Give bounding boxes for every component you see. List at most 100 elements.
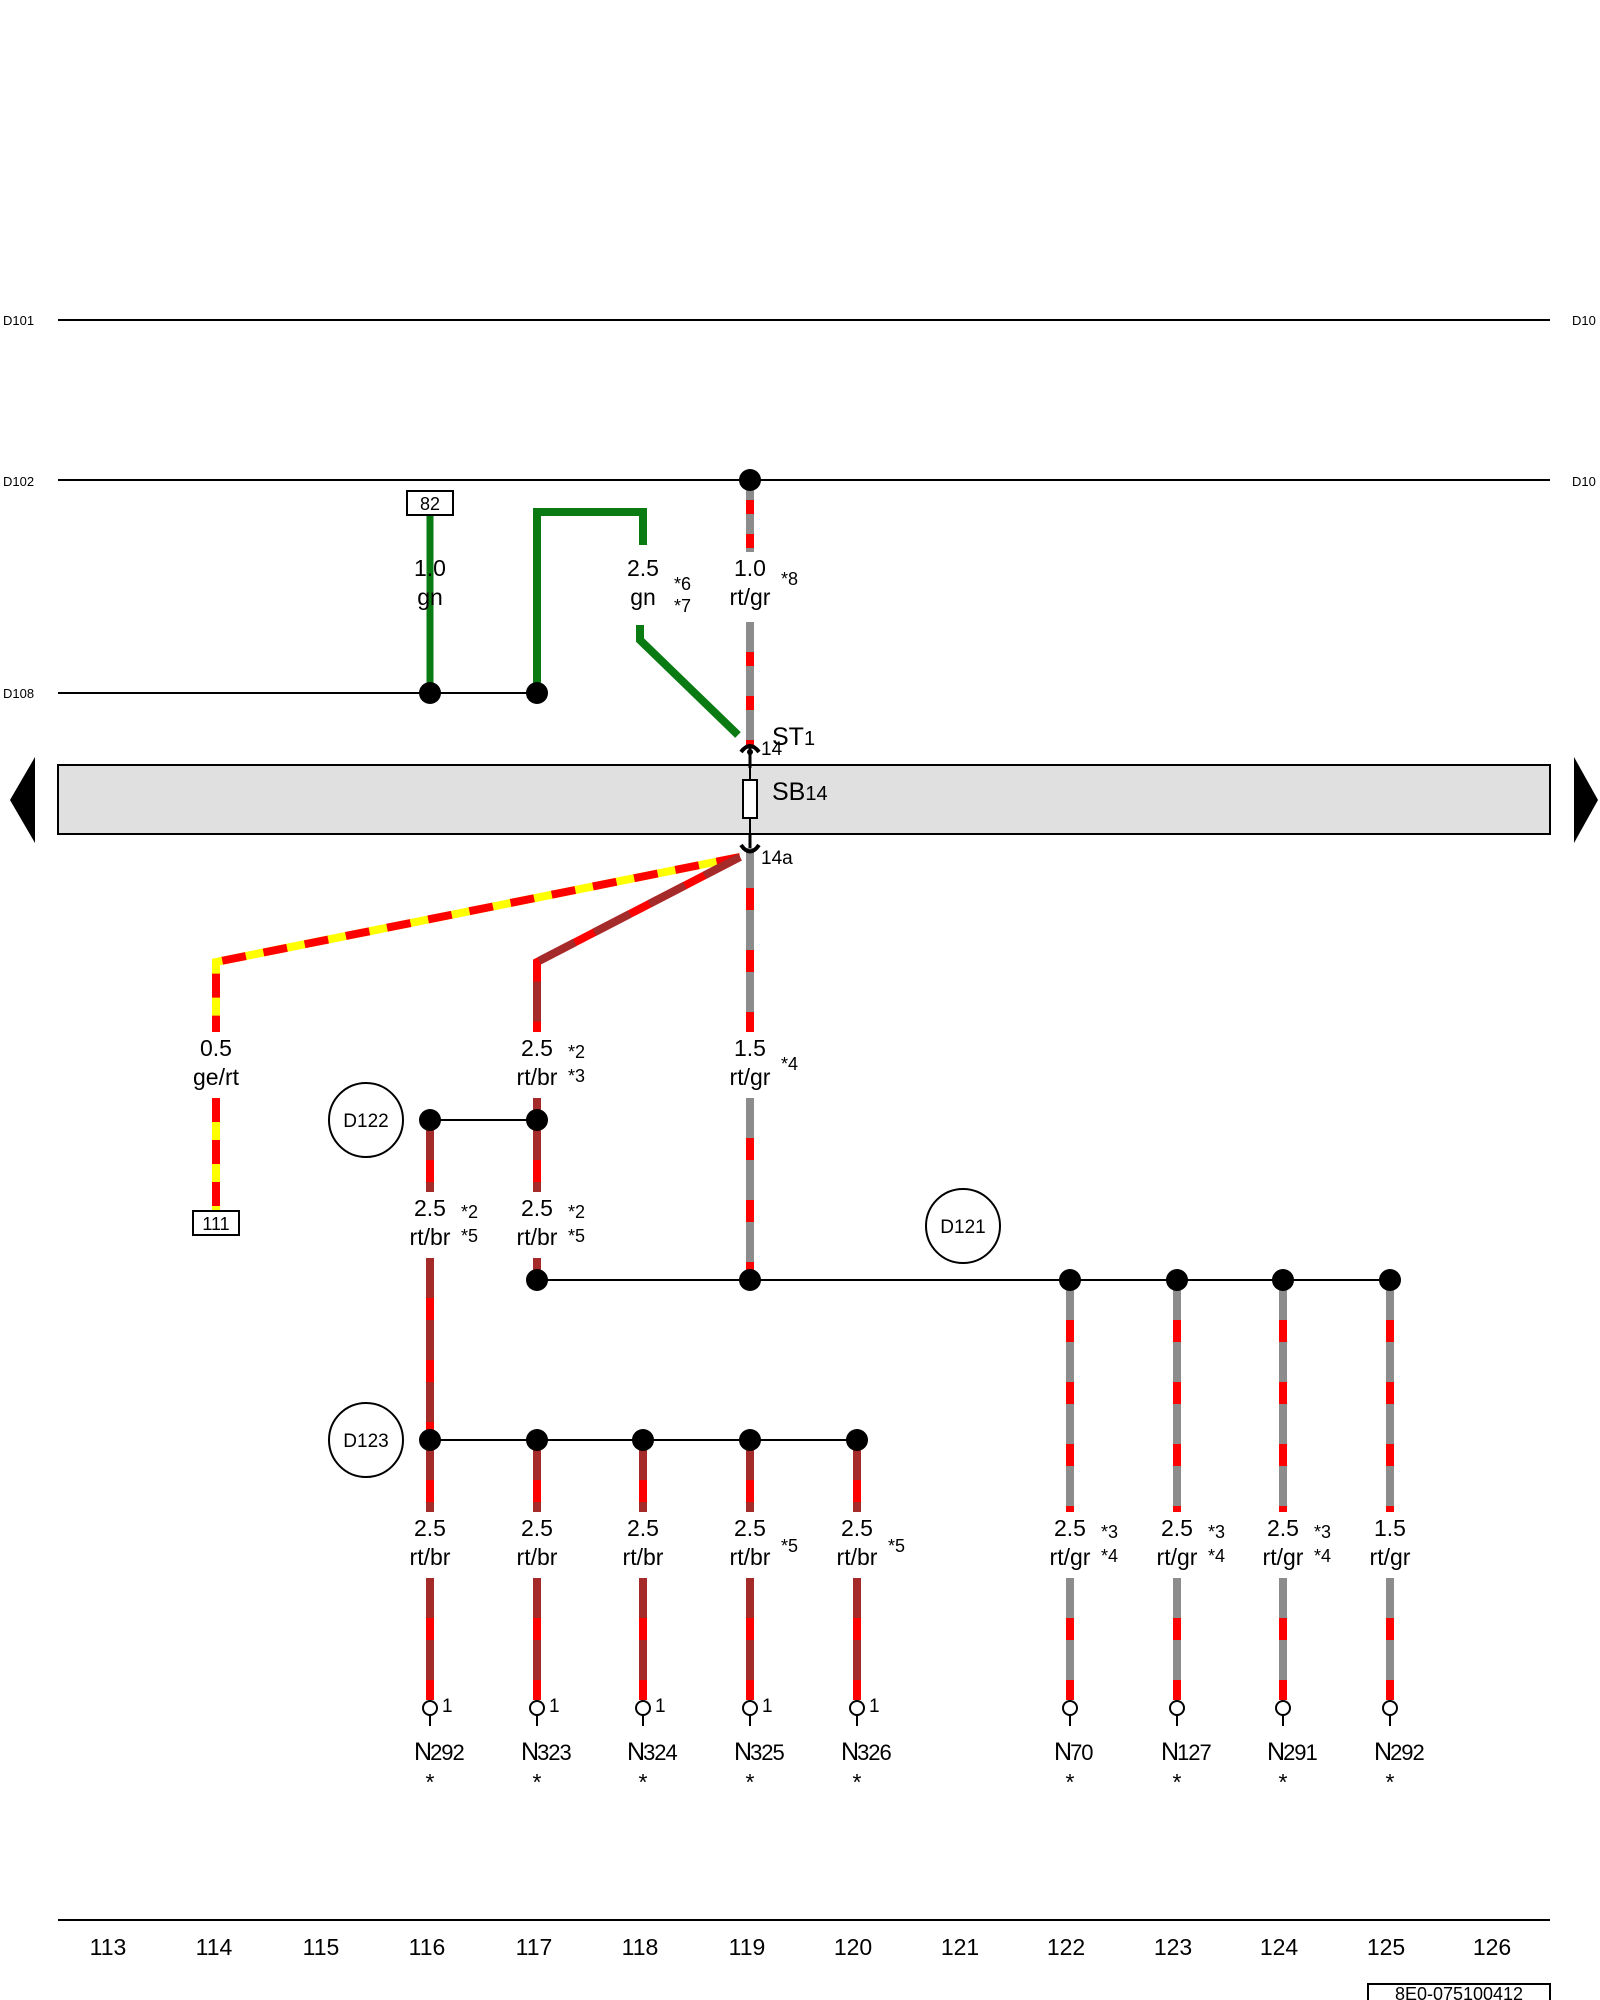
wire-gauge: 1.5 bbox=[734, 1035, 766, 1061]
wire-note: *3 bbox=[568, 1066, 585, 1086]
component-n127: N127 bbox=[1161, 1738, 1212, 1766]
reference-box bbox=[1367, 1983, 1551, 2000]
wire-gauge: 2.5 bbox=[627, 555, 659, 581]
splice-circle-d121 bbox=[925, 1188, 1001, 1264]
wire-gauge: 2.5 bbox=[414, 1515, 446, 1541]
panel-scroll-right-arrow-icon[interactable] bbox=[1574, 757, 1598, 843]
panel-scroll-left-arrow-icon[interactable] bbox=[10, 757, 35, 843]
wire-note: *2 bbox=[568, 1202, 585, 1222]
column-number: 118 bbox=[622, 1934, 659, 1960]
component-mark: * bbox=[853, 1769, 862, 1795]
wire-note: *7 bbox=[674, 596, 691, 616]
column-number: 120 bbox=[834, 1934, 872, 1960]
wire-note: *5 bbox=[568, 1226, 585, 1246]
wire-gauge: 2.5 bbox=[1267, 1515, 1299, 1541]
column-number: 113 bbox=[90, 1934, 127, 1960]
component-n292-b: N292 bbox=[1374, 1738, 1425, 1766]
wire-color: rt/br bbox=[730, 1544, 771, 1570]
component-n323: N323 bbox=[521, 1738, 572, 1766]
bus-label-d101-left: D101 bbox=[3, 313, 34, 328]
wire-gauge: 1.5 bbox=[1374, 1515, 1406, 1541]
wire-layer bbox=[212, 480, 1394, 1700]
component-mark: * bbox=[1279, 1769, 1288, 1795]
wire-note: *6 bbox=[674, 574, 691, 594]
wire-note: *5 bbox=[461, 1226, 478, 1246]
terminal-circle-icon bbox=[1275, 1700, 1291, 1716]
terminal-circle-icon bbox=[1382, 1700, 1398, 1716]
wire-color: gn bbox=[417, 584, 443, 610]
junction-dots bbox=[419, 469, 1401, 1451]
terminal-circle-icon bbox=[422, 1700, 438, 1716]
column-number: 114 bbox=[196, 1934, 233, 1960]
wire-gert-upper-stripe bbox=[212, 853, 741, 1032]
terminal-circle-icon bbox=[635, 1700, 651, 1716]
wire-gauge: 1.0 bbox=[414, 555, 446, 581]
column-number: 121 bbox=[941, 1934, 979, 1960]
component-mark: * bbox=[639, 1769, 648, 1795]
component-mark: * bbox=[1066, 1769, 1075, 1795]
column-number: 122 bbox=[1047, 1934, 1085, 1960]
bus-label-d108-left: D108 bbox=[3, 686, 34, 701]
component-pin: 1 bbox=[869, 1696, 880, 1717]
wire-rtbr-diagonal-stripe bbox=[533, 853, 742, 1032]
green-wires bbox=[426, 508, 741, 738]
component-mark: * bbox=[1386, 1769, 1395, 1795]
terminal-circle-icon bbox=[742, 1700, 758, 1716]
component-mark: * bbox=[1173, 1769, 1182, 1795]
splice-label-d123: D123 bbox=[343, 1431, 388, 1452]
wire-color: rt/gr bbox=[1050, 1544, 1091, 1570]
wire-color: rt/gr bbox=[1263, 1544, 1304, 1570]
connector-label-111: 111 bbox=[202, 1214, 229, 1234]
wire-color: ge/rt bbox=[193, 1064, 240, 1090]
terminal-circle-icon bbox=[1062, 1700, 1078, 1716]
fuse-sb14-symbol bbox=[742, 765, 758, 834]
component-n291: N291 bbox=[1267, 1738, 1318, 1766]
column-number: 124 bbox=[1260, 1934, 1299, 1960]
wire-gert-upper bbox=[212, 853, 741, 1032]
splice-label-d122: D122 bbox=[343, 1111, 388, 1132]
connector-label-82: 82 bbox=[420, 494, 440, 514]
wire-note: *5 bbox=[888, 1536, 905, 1556]
fuse-st-pin-top: 14 bbox=[761, 739, 783, 760]
fuse-sb-label: SB14 bbox=[772, 778, 828, 806]
wire-gauge: 2.5 bbox=[521, 1515, 553, 1541]
splice-circle-d123 bbox=[328, 1402, 404, 1478]
wire-note: *4 bbox=[781, 1054, 798, 1074]
wire-color: rt/br bbox=[517, 1544, 558, 1570]
terminal-layer bbox=[422, 1700, 1398, 1726]
column-number: 123 bbox=[1154, 1934, 1192, 1960]
column-number: 126 bbox=[1473, 1934, 1511, 1960]
wire-color: rt/br bbox=[410, 1224, 451, 1250]
wire-gauge: 2.5 bbox=[1161, 1515, 1193, 1541]
wire-gauge: 2.5 bbox=[1054, 1515, 1086, 1541]
wire-color: rt/gr bbox=[730, 584, 771, 610]
component-n326: N326 bbox=[841, 1738, 892, 1766]
wire-gauge: 2.5 bbox=[521, 1035, 553, 1061]
wire-note: *3 bbox=[1208, 1522, 1225, 1542]
wire-color: rt/gr bbox=[730, 1064, 771, 1090]
bus-label-d102-left: D102 bbox=[3, 474, 34, 489]
column-number: 115 bbox=[303, 1934, 340, 1960]
column-numbers: 113 114 115 116 117 118 119 120 121 122 … bbox=[90, 1934, 1512, 1960]
wire-color: rt/br bbox=[410, 1544, 451, 1570]
connector-box-111 bbox=[192, 1210, 240, 1236]
wire-gauge: 2.5 bbox=[521, 1195, 553, 1221]
connector-box-82 bbox=[406, 490, 454, 516]
wire-note: *2 bbox=[568, 1042, 585, 1062]
wire-color: gn bbox=[630, 584, 656, 610]
wire-color: rt/gr bbox=[1157, 1544, 1198, 1570]
column-number: 125 bbox=[1367, 1934, 1405, 1960]
wire-note: *4 bbox=[1208, 1546, 1225, 1566]
wire-color: rt/br bbox=[517, 1064, 558, 1090]
component-n292-a: N292 bbox=[414, 1738, 465, 1766]
wire-gauge: 2.5 bbox=[414, 1195, 446, 1221]
wire-color: rt/br bbox=[623, 1544, 664, 1570]
wire-gauge: 2.5 bbox=[841, 1515, 873, 1541]
wire-gauge: 2.5 bbox=[627, 1515, 659, 1541]
wire-labels: 1.0 gn 2.5 gn *6 *7 1.0 rt/gr *8 0.5 ge/… bbox=[193, 555, 1411, 1570]
terminal-circle-icon bbox=[1169, 1700, 1185, 1716]
wire-gauge: 0.5 bbox=[200, 1035, 232, 1061]
wire-note: *4 bbox=[1314, 1546, 1331, 1566]
splice-circle-d122 bbox=[328, 1082, 404, 1158]
